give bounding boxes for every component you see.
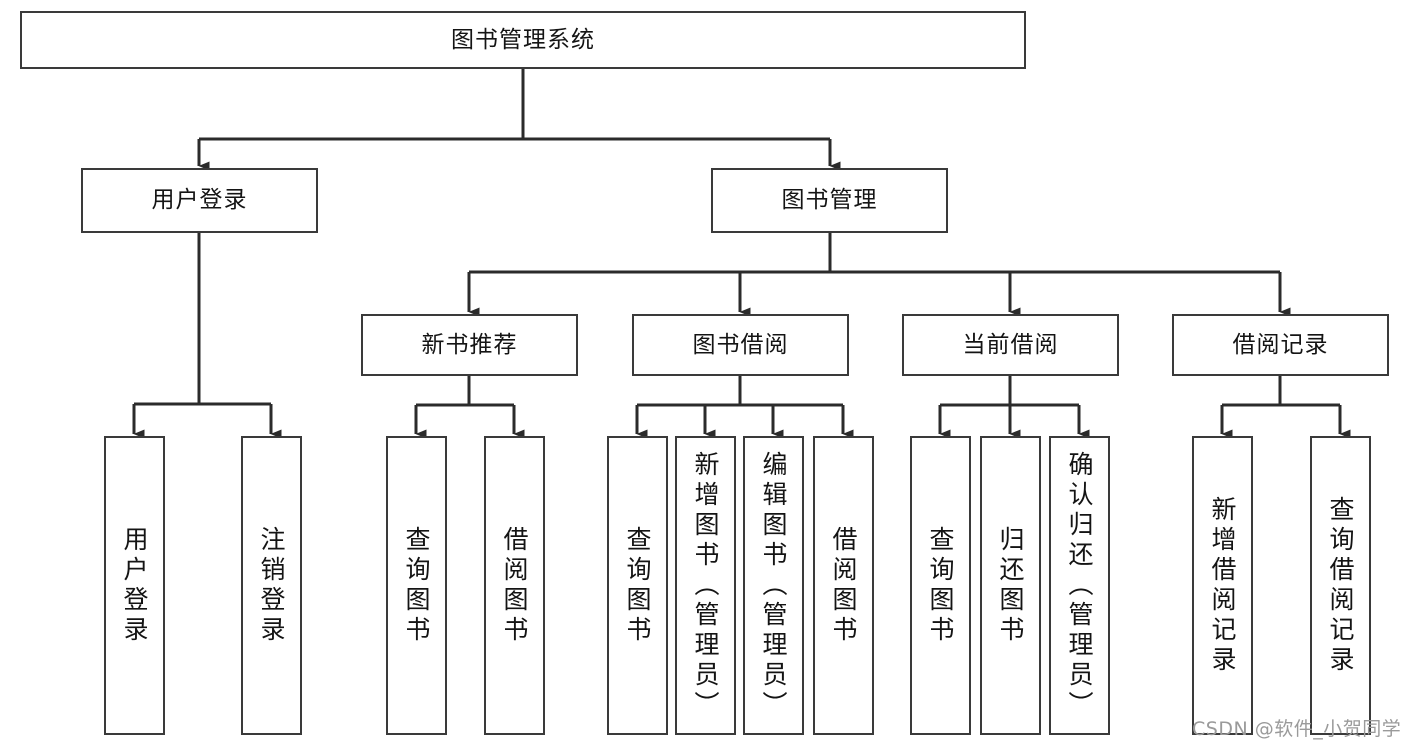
node-label: 图书借阅 [692,331,789,358]
node-leaf-query-book-2[interactable]: 查询图书 [607,436,668,735]
node-label: 查询图书 [623,525,652,646]
node-leaf-user-logout[interactable]: 注销登录 [241,436,302,735]
node-label: 查询图书 [402,525,431,646]
node-leaf-return-book[interactable]: 归还图书 [980,436,1041,735]
node-label: 图书管理 [781,187,878,214]
node-leaf-confirm-return[interactable]: 确认归还（管理员） [1049,436,1110,735]
node-label: 查询借阅记录 [1326,495,1355,676]
node-label: 图书管理系统 [451,26,595,53]
node-label: 编辑图书（管理员） [759,450,788,721]
node-label: 借阅记录 [1232,331,1329,358]
node-borrow-record[interactable]: 借阅记录 [1172,314,1389,376]
node-current-borrow[interactable]: 当前借阅 [902,314,1119,376]
node-label: 用户登录 [120,525,149,646]
node-label: 新增借阅记录 [1208,495,1237,676]
node-label: 确认归还（管理员） [1065,450,1094,721]
node-leaf-borrow-book-2[interactable]: 借阅图书 [813,436,874,735]
node-label: 注销登录 [257,525,286,646]
node-book-borrow[interactable]: 图书借阅 [632,314,849,376]
node-leaf-add-book[interactable]: 新增图书（管理员） [675,436,736,735]
node-label: 用户登录 [151,187,248,214]
node-root-book-management-system[interactable]: 图书管理系统 [20,11,1026,69]
node-label: 查询图书 [926,525,955,646]
node-leaf-borrow-book-1[interactable]: 借阅图书 [484,436,545,735]
node-label: 借阅图书 [500,525,529,646]
node-leaf-edit-book[interactable]: 编辑图书（管理员） [743,436,804,735]
node-label: 新书推荐 [421,331,518,358]
node-book-management[interactable]: 图书管理 [711,168,948,233]
node-label: 新增图书（管理员） [691,450,720,721]
node-leaf-add-record[interactable]: 新增借阅记录 [1192,436,1253,735]
node-label: 借阅图书 [829,525,858,646]
node-leaf-user-login[interactable]: 用户登录 [104,436,165,735]
node-leaf-query-book-1[interactable]: 查询图书 [386,436,447,735]
csdn-watermark: CSDN @软件_小贺同学 [1192,718,1402,740]
node-label: 当前借阅 [962,331,1059,358]
node-new-book-recommend[interactable]: 新书推荐 [361,314,578,376]
node-leaf-query-record[interactable]: 查询借阅记录 [1310,436,1371,735]
node-label: 归还图书 [996,525,1025,646]
node-leaf-query-book-3[interactable]: 查询图书 [910,436,971,735]
node-user-login[interactable]: 用户登录 [81,168,318,233]
